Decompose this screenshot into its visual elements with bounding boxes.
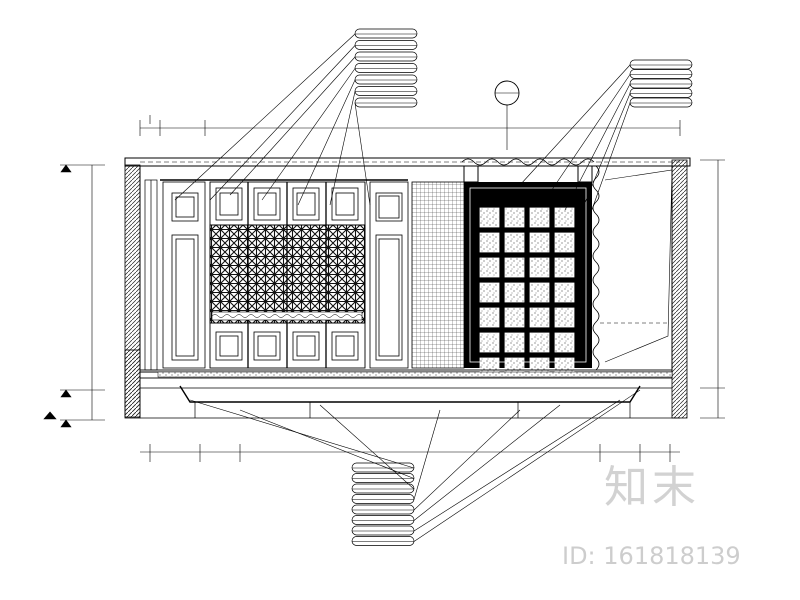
callout-label-box	[351, 515, 415, 525]
callout-label-box	[354, 97, 418, 108]
cabinet-glass-tile	[479, 282, 500, 303]
cabinet-glass-tile	[529, 307, 550, 328]
callout-label-box	[351, 494, 415, 504]
callout-leader-line	[413, 409, 441, 500]
left-column	[144, 179, 158, 371]
callout-leader-line	[297, 79, 356, 206]
callout-label-box	[351, 504, 415, 515]
cabinet-glass-tile	[529, 257, 550, 278]
curtain-drape	[461, 158, 600, 371]
right-wall-section	[671, 159, 688, 419]
ceiling-band	[124, 157, 691, 167]
callout-label-box	[354, 74, 418, 85]
right-dimension-line	[700, 159, 725, 419]
cabinet-glass-tile	[504, 257, 525, 278]
callout-leader-line	[239, 409, 415, 479]
cabinet-glass-tile	[504, 282, 525, 303]
cabinet-glass-tile	[529, 207, 550, 228]
callout-label-box	[354, 86, 418, 96]
callout-leader-line	[209, 45, 356, 201]
cabinet-glass-tile	[529, 232, 550, 253]
callout-label-box	[351, 473, 415, 483]
callout-leader-line	[329, 91, 356, 206]
callout-leader-line	[413, 409, 521, 511]
cabinet-glass-tile	[554, 332, 575, 353]
callout-group-bottom	[189, 389, 641, 546]
cabinet-glass-tile	[554, 207, 575, 228]
callout-label-box	[629, 59, 693, 70]
callout-label-box	[351, 525, 415, 536]
callout-label-box	[351, 536, 415, 546]
callout-leader-line	[413, 389, 641, 542]
watermark-id: ID: 161818139	[562, 542, 741, 570]
callout-leader-line	[564, 83, 631, 211]
callout-leader-line	[354, 102, 371, 206]
cabinet-glass-tile	[479, 207, 500, 228]
callout-label-box	[629, 88, 693, 98]
callout-label-box	[351, 483, 415, 494]
mesh-panel	[411, 181, 465, 369]
callout-leader-line	[261, 68, 356, 201]
callout-leader-line	[413, 404, 561, 521]
left-dimension-line	[43, 164, 105, 428]
cabinet-glass-tile	[479, 257, 500, 278]
bottom-dimension-line	[140, 444, 680, 462]
cabinet-glass-tile	[479, 307, 500, 328]
cabinet-glass-tile	[504, 232, 525, 253]
right-door-panel	[369, 181, 409, 369]
glass-cabinet	[463, 165, 593, 378]
callout-label-box	[629, 78, 693, 89]
cabinet-glass-tile	[529, 282, 550, 303]
cabinet-glass-tile	[554, 257, 575, 278]
callout-leader-line	[579, 93, 631, 216]
left-door-panel	[162, 181, 206, 369]
callout-label-box	[629, 69, 693, 79]
callout-leader-line	[589, 102, 631, 216]
callout-leader-line	[174, 33, 356, 201]
callout-group-top-left	[174, 28, 418, 206]
cabinet-glass-tile	[554, 232, 575, 253]
callout-leader-line	[544, 74, 631, 201]
callout-label-box	[354, 40, 418, 50]
cabinet-glass-tile	[554, 307, 575, 328]
cabinet-glass-tile	[479, 232, 500, 253]
cabinet-glass-tile	[504, 207, 525, 228]
cabinet-glass-tile	[504, 307, 525, 328]
callout-label-box	[629, 97, 693, 108]
lattice-screen	[209, 181, 366, 369]
callout-leader-line	[413, 399, 621, 532]
watermark-logo: 知末	[604, 462, 700, 513]
callout-leader-line	[519, 64, 631, 186]
floor-base	[139, 369, 680, 419]
curtain-edge-line	[604, 169, 673, 363]
left-base-block	[124, 349, 141, 419]
callout-group-top-right	[519, 59, 693, 216]
callout-label-box	[351, 462, 415, 473]
callout-leader-line	[189, 399, 415, 469]
callout-label-box	[354, 51, 418, 62]
section-marker	[494, 80, 520, 150]
top-dimension-line	[139, 115, 681, 136]
cabinet-glass-tile	[504, 332, 525, 353]
callout-leader-line	[319, 404, 415, 490]
callout-label-box	[354, 28, 418, 39]
callout-label-box	[354, 63, 418, 73]
cabinet-glass-tile	[479, 332, 500, 353]
cabinet-glass-tile	[554, 282, 575, 303]
cabinet-glass-tile	[529, 332, 550, 353]
callout-leader-line	[229, 56, 356, 196]
